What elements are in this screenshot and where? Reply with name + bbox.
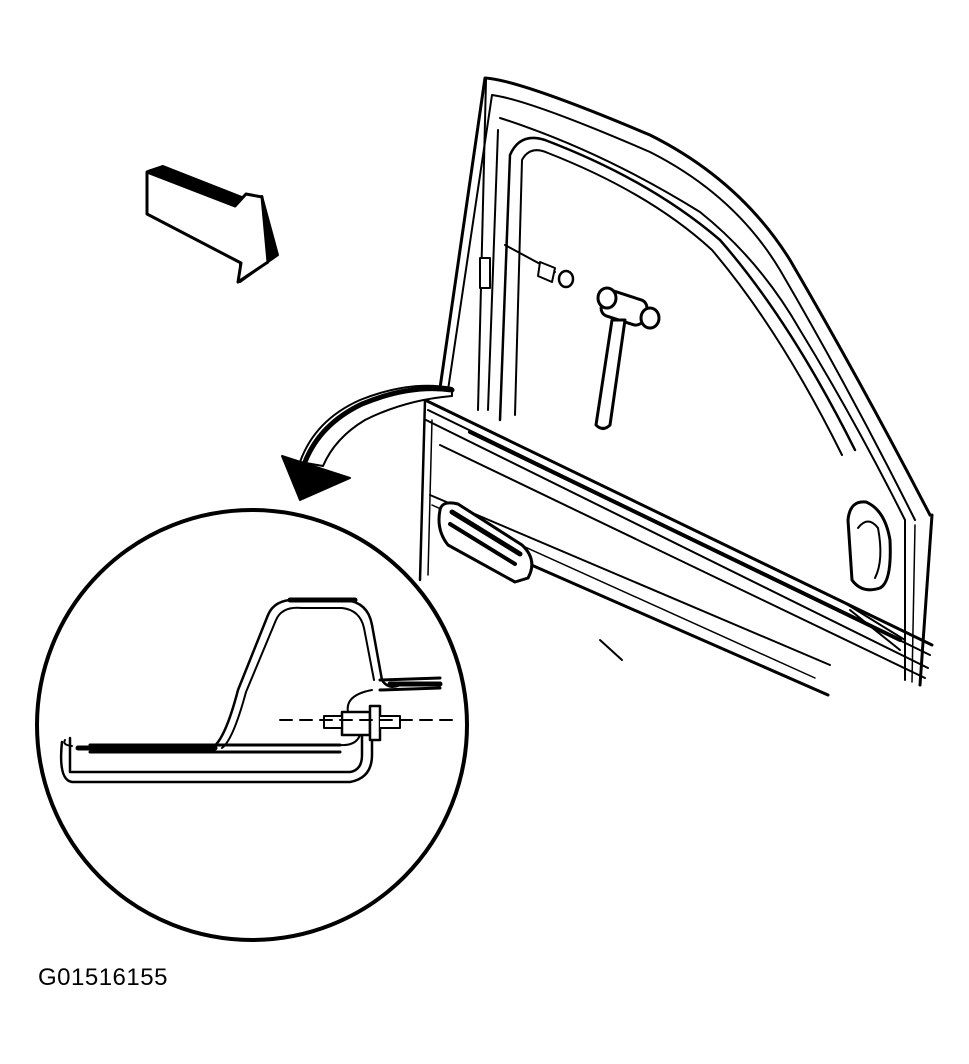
door-latch	[846, 500, 892, 592]
door-assembly	[418, 76, 934, 697]
hammer-icon	[594, 286, 661, 430]
door-window-frame	[438, 76, 932, 517]
window-opening	[498, 136, 857, 452]
door-handle	[437, 501, 534, 584]
door-pillar	[477, 79, 487, 411]
curved-arrow-icon	[281, 384, 455, 501]
hinge-bracket	[59, 733, 374, 784]
pin-icon	[504, 244, 575, 289]
detail-pin	[323, 704, 401, 742]
figure-id-label: G01516155	[38, 964, 168, 991]
view-direction-arrow-icon	[145, 165, 279, 284]
detail-inset	[35, 508, 469, 942]
